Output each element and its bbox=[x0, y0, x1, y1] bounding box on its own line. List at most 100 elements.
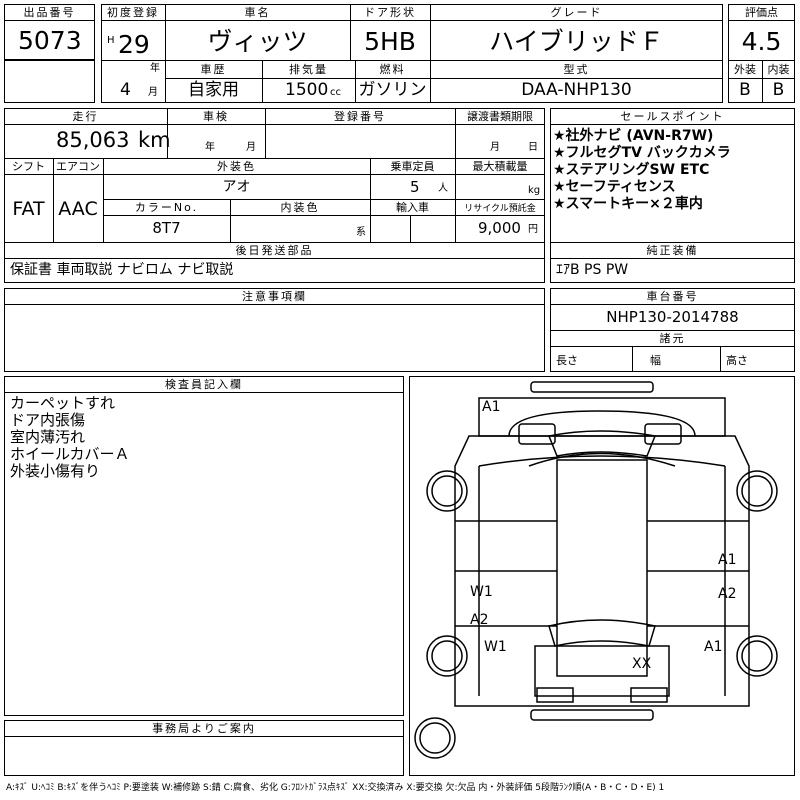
grade-label: グレード bbox=[550, 6, 603, 19]
score: 4.5 bbox=[741, 27, 782, 56]
equipment: ｴｱB PS PW bbox=[556, 262, 629, 278]
year-unit: 年 bbox=[150, 63, 160, 74]
exterior-color-label: 外装色 bbox=[217, 160, 256, 173]
body-outline bbox=[454, 435, 750, 707]
grade: ハイブリッドＦ bbox=[489, 27, 664, 56]
car-diagram bbox=[414, 381, 778, 759]
mileage: 85,063 bbox=[56, 128, 130, 152]
interior-label: 内装 bbox=[767, 63, 790, 76]
damage-mark: A1 bbox=[482, 399, 501, 415]
aircon-label: エアコン bbox=[56, 160, 100, 173]
exterior-label: 外装 bbox=[734, 63, 756, 76]
first-registration-label: 初度登録 bbox=[107, 6, 159, 19]
length-label: 長さ bbox=[556, 354, 578, 367]
roof-front bbox=[528, 452, 676, 467]
recycle-deposit-label: リサイクル預託金 bbox=[464, 203, 536, 214]
interior-color-label: 内装色 bbox=[280, 201, 320, 214]
notes-box bbox=[4, 288, 545, 372]
inspector-note: ドア内張傷 bbox=[10, 411, 86, 429]
inspection-label: 車検 bbox=[203, 110, 229, 123]
capacity-unit: 人 bbox=[438, 183, 448, 194]
lot-number-label: 出品番号 bbox=[23, 6, 76, 19]
recycle-deposit-unit: 円 bbox=[528, 224, 538, 235]
era: H bbox=[107, 35, 115, 46]
damage-mark: W1 bbox=[484, 639, 507, 655]
transfer-deadline-label: 譲渡書類期限 bbox=[467, 110, 533, 123]
lot-number: 5073 bbox=[18, 26, 82, 55]
month-unit: 月 bbox=[148, 87, 158, 98]
displacement: 1500 bbox=[285, 80, 329, 100]
damage-mark: A1 bbox=[704, 639, 723, 655]
inspector-box bbox=[4, 376, 404, 716]
mileage-label: 走行 bbox=[72, 110, 99, 123]
hood-curve bbox=[508, 410, 696, 437]
car-name-label: 車名 bbox=[244, 6, 271, 19]
sales-points-box bbox=[550, 108, 795, 283]
shift: FAT bbox=[12, 198, 45, 220]
inspector-label: 検査員記入欄 bbox=[165, 378, 243, 391]
sales-point: ★スマートキー×２車内 bbox=[553, 196, 703, 212]
registration-month: 4 bbox=[120, 80, 131, 100]
inspector-note: 外装小傷有り bbox=[10, 462, 101, 480]
inspection-year-unit: 年 bbox=[205, 142, 215, 153]
notes-label: 注意事項欄 bbox=[242, 290, 307, 303]
right-taillight bbox=[630, 687, 668, 703]
aircon: AAC bbox=[58, 198, 98, 220]
height-label: 高さ bbox=[726, 354, 748, 367]
header-grid bbox=[101, 4, 723, 103]
score-box bbox=[728, 4, 795, 103]
fuel-label: 燃料 bbox=[379, 63, 406, 76]
sales-points-label: セールスポイント bbox=[620, 110, 725, 123]
inspector-note: 室内薄汚れ bbox=[10, 428, 86, 446]
legend: A:ｷｽﾞ U:ﾍｺﾐ B:ｷｽﾞを伴うﾍｺﾐ P:要塗装 W:補修跡 S:錆 … bbox=[6, 783, 665, 793]
inspector-note: ホイールカバーＡ bbox=[10, 445, 130, 463]
inspection-month-unit: 月 bbox=[246, 142, 256, 153]
interior-color-unit: 系 bbox=[356, 227, 366, 238]
door-label: ドア形状 bbox=[364, 6, 416, 19]
registration-year: 29 bbox=[118, 30, 150, 59]
color-number-label: カラーNo. bbox=[134, 201, 199, 214]
interior-grade: B bbox=[772, 80, 785, 100]
max-load-label: 最大積載量 bbox=[472, 160, 528, 173]
color-number: 8T7 bbox=[152, 219, 181, 237]
left-headlight bbox=[518, 423, 556, 445]
score-label: 評価点 bbox=[745, 6, 778, 19]
left-taillight bbox=[536, 687, 574, 703]
width-label: 幅 bbox=[650, 354, 661, 367]
front-right-wheel bbox=[736, 470, 778, 512]
cowl-line bbox=[478, 455, 726, 467]
capacity-label: 乗車定員 bbox=[390, 160, 435, 173]
model-label: 型式 bbox=[563, 63, 590, 76]
model: DAA-NHP130 bbox=[521, 80, 632, 100]
right-headlight bbox=[644, 423, 682, 445]
sales-point: ★セーフティセンス bbox=[553, 179, 676, 195]
trunk bbox=[534, 645, 670, 697]
sales-point: ★ステアリングSW ETC bbox=[553, 162, 710, 178]
door-type: 5HB bbox=[364, 27, 416, 56]
sales-point: ★社外ナビ (AVN-R7W) bbox=[553, 128, 714, 144]
lot-number-box bbox=[4, 4, 95, 60]
rear-bumper bbox=[530, 709, 654, 721]
max-load-unit: kg bbox=[528, 185, 541, 196]
vehicle-info-grid bbox=[4, 108, 545, 283]
damage-mark: A2 bbox=[718, 586, 737, 602]
windshield bbox=[547, 430, 657, 457]
displacement-unit: cc bbox=[330, 87, 341, 98]
recycle-deposit: 9,000 bbox=[478, 219, 521, 237]
later-parts: 保証書 車両取説 ナビロム ナビ取説 bbox=[10, 262, 234, 278]
rear-right-wheel bbox=[736, 635, 778, 677]
inspector-notes: カーペットすれ ドア内張傷 室内薄汚れ ホイールカバーＡ 外装小傷有り bbox=[10, 395, 130, 480]
spare-wheel bbox=[414, 717, 456, 759]
import-label: 輸入車 bbox=[396, 201, 429, 214]
car-diagram-box bbox=[409, 376, 795, 776]
car-name: ヴィッツ bbox=[207, 27, 308, 56]
displacement-label: 排気量 bbox=[289, 63, 328, 76]
history: 自家用 bbox=[188, 80, 239, 100]
dimensions-label: 諸元 bbox=[659, 332, 686, 345]
rear-window bbox=[548, 619, 656, 647]
registration-number-label: 登録番号 bbox=[334, 110, 386, 123]
deadline-month-unit: 月 bbox=[490, 142, 500, 153]
roof bbox=[556, 459, 648, 677]
chassis-number: NHP130-2014788 bbox=[606, 308, 739, 326]
inspector-note: カーペットすれ bbox=[10, 394, 116, 412]
